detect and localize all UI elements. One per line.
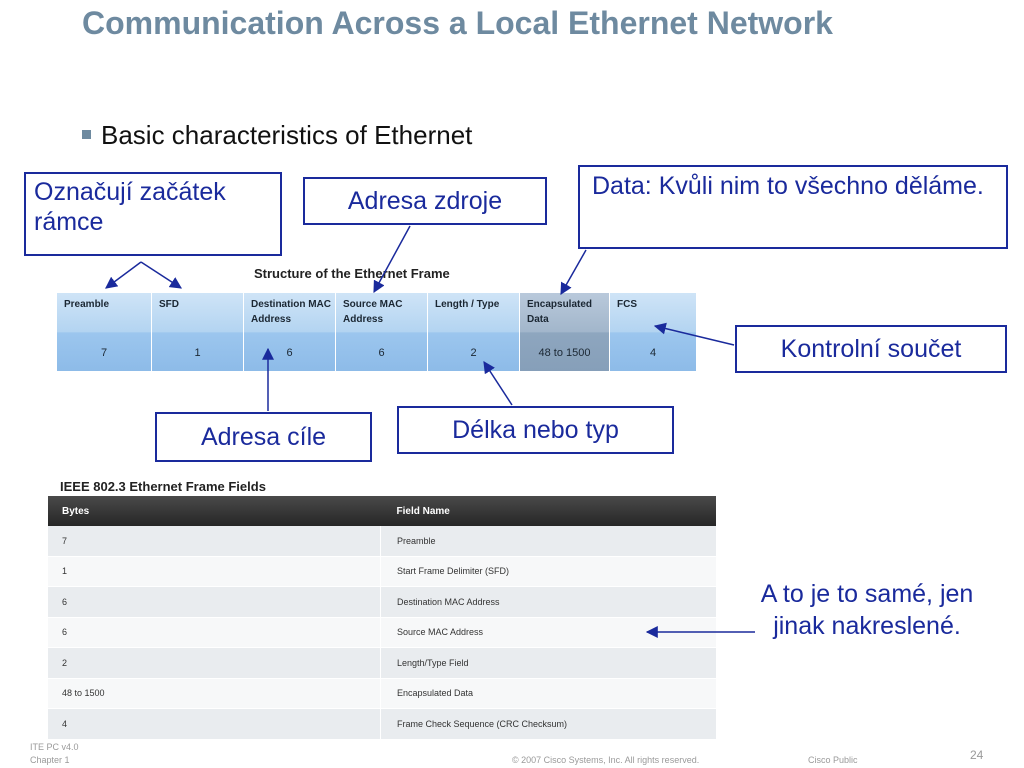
frame-field-size: 2 (470, 347, 477, 359)
callout-data: Data: Kvůli nim to všechno děláme. (578, 165, 1008, 249)
callout-length-or-type: Délka nebo typ (397, 406, 674, 454)
frame-field-name: Destination MAC Address (251, 299, 331, 325)
field-name-cell: Start Frame Delimiter (SFD) (380, 556, 716, 587)
field-name-cell: Destination MAC Address (380, 586, 716, 618)
frame-field-size: 1 (194, 347, 201, 359)
side-note: A to je to samé, jen jinak nakreslené. (760, 580, 974, 640)
arrow-to-sfd (140, 261, 183, 289)
frame-field-size: 48 to 1500 (538, 347, 591, 359)
frame-field-size: 6 (378, 347, 385, 359)
callout-source-address: Adresa zdroje (303, 177, 547, 225)
frame-field: Encapsulated Data 48 to 1500 (520, 293, 610, 371)
arrow-to-fcs (653, 322, 735, 346)
frame-structure-title: Structure of the Ethernet Frame (254, 266, 450, 281)
arrow-to-length-type (483, 360, 513, 406)
field-name-cell: Encapsulated Data (380, 678, 716, 709)
bytes-cell: 6 (48, 586, 381, 618)
bullet-square-icon (82, 130, 91, 139)
frame-field-name: Source MAC Address (343, 299, 403, 325)
bytes-cell: 7 (48, 526, 381, 557)
frame-field-size: 6 (286, 347, 293, 359)
bullet-text: Basic characteristics of Ethernet (101, 120, 473, 150)
bullet-item: Basic characteristics of Ethernet (82, 120, 472, 151)
table-header-row: Bytes Field Name (48, 496, 716, 526)
footer-chapter: Chapter 1 (30, 755, 70, 765)
bytes-cell: 1 (48, 556, 381, 587)
frame-field: Preamble 7 (57, 293, 152, 371)
column-header-field-name: Field Name (380, 496, 716, 526)
frame-field-name: Length / Type (435, 299, 500, 310)
footer-course: ITE PC v4.0 (30, 742, 79, 752)
frame-field: SFD 1 (152, 293, 244, 371)
bytes-cell: 6 (48, 617, 381, 648)
callout-destination-address: Adresa cíle (155, 412, 372, 462)
frame-field-name: Preamble (64, 299, 110, 310)
arrow-to-preamble (105, 261, 142, 289)
bytes-cell: 4 (48, 708, 381, 740)
field-name-cell: Length/Type Field (380, 647, 716, 679)
frame-field: Source MAC Address 6 (336, 293, 428, 371)
column-header-bytes: Bytes (48, 496, 381, 526)
bytes-cell: 2 (48, 647, 381, 679)
frame-field-size: 7 (100, 347, 108, 359)
field-name-cell: Preamble (380, 526, 716, 557)
ieee-table-title: IEEE 802.3 Ethernet Frame Fields (60, 479, 266, 494)
bytes-cell: 48 to 1500 (48, 678, 381, 709)
arrow-to-data (560, 249, 587, 296)
slide-title: Communication Across a Local Ethernet Ne… (82, 5, 833, 41)
frame-field-name: SFD (159, 299, 179, 310)
frame-field: Length / Type 2 (428, 293, 520, 371)
field-name-cell: Frame Check Sequence (CRC Checksum) (380, 708, 716, 740)
footer-classification: Cisco Public (808, 755, 858, 765)
footer-page-number: 24 (970, 748, 984, 762)
frame-field-name: Encapsulated Data (527, 299, 593, 325)
callout-checksum: Kontrolní součet (735, 325, 1007, 373)
frame-field: Destination MAC Address 6 (244, 293, 336, 371)
callout-start-of-frame: Označují začátek rámce (24, 172, 282, 256)
frame-field-name: FCS (617, 299, 637, 310)
frame-field-size: 4 (649, 347, 657, 359)
field-name-cell: Source MAC Address (380, 617, 716, 648)
arrow-to-source-mac (373, 225, 411, 294)
footer-copyright: © 2007 Cisco Systems, Inc. All rights re… (512, 755, 700, 765)
